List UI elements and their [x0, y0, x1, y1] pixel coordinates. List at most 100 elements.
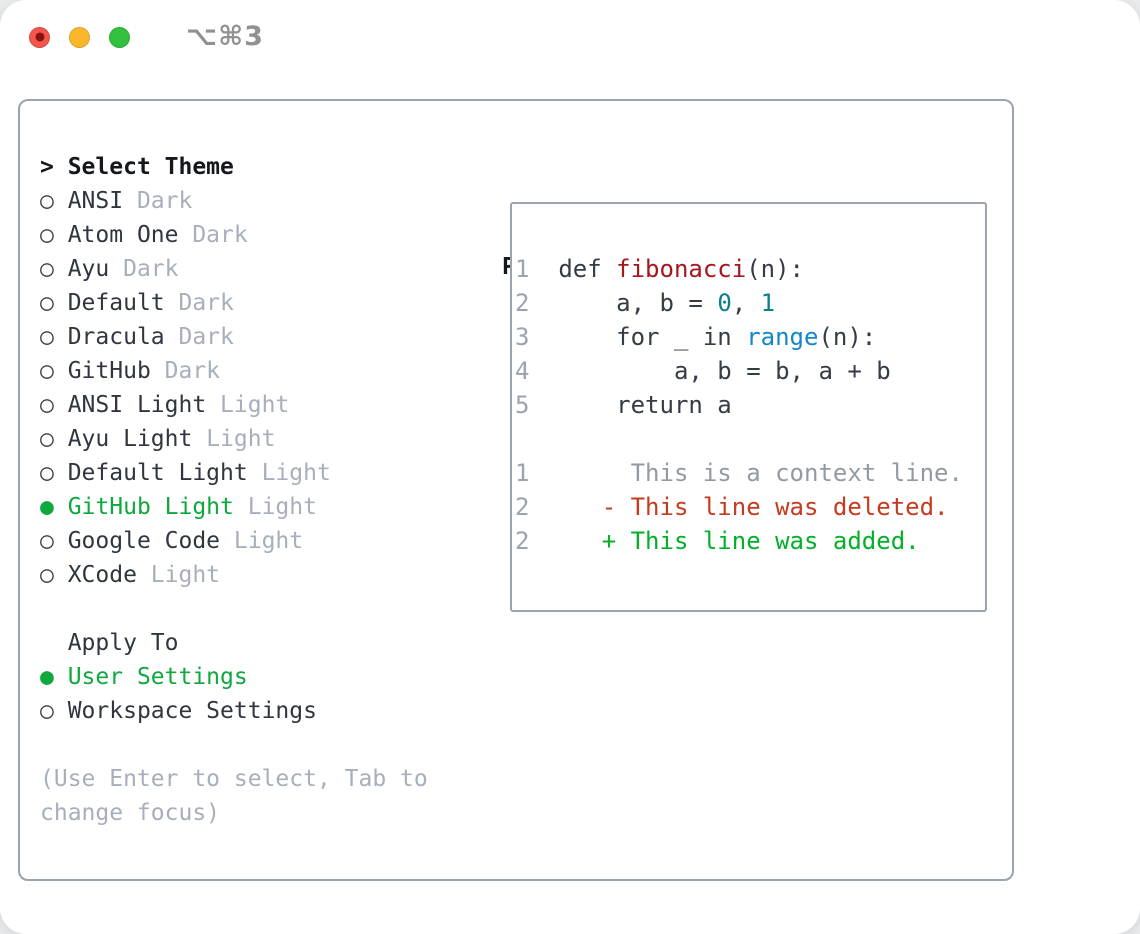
line-number: 1	[515, 255, 559, 283]
theme-name: GitHub	[67, 358, 165, 384]
line-number: 4	[515, 357, 559, 385]
theme-variant: Light	[233, 528, 304, 554]
theme-name: Ayu	[67, 256, 124, 282]
theme-name: Google Code	[67, 528, 234, 554]
token-added: + This line was added.	[558, 527, 920, 555]
token-context: This is a context line.	[558, 459, 963, 487]
apply-option-label: Workspace Settings	[67, 698, 317, 724]
close-button[interactable]	[29, 26, 50, 48]
close-dot-icon	[35, 32, 44, 42]
theme-name: XCode	[67, 562, 151, 588]
token-default: (n):	[818, 323, 877, 351]
radio-icon: ●	[40, 494, 68, 520]
theme-option-ansi-light[interactable]: ○ ANSI Light Light	[40, 388, 428, 422]
token-function: fibonacci	[616, 255, 747, 283]
theme-variant: Light	[150, 562, 221, 588]
theme-option-ansi[interactable]: ○ ANSI Dark	[40, 184, 428, 218]
theme-variant: Dark	[164, 358, 221, 384]
radio-icon: ○	[40, 528, 68, 554]
theme-option-ayu-light[interactable]: ○ Ayu Light Light	[40, 422, 428, 456]
radio-icon: ○	[40, 290, 68, 316]
theme-option-google-code[interactable]: ○ Google Code Light	[40, 524, 428, 558]
preview-deleted-line: 2 - This line was deleted.	[515, 490, 985, 524]
theme-variant: Light	[247, 494, 317, 520]
preview-code-line: 5 return a	[515, 388, 985, 422]
preview-blank-line	[515, 422, 985, 456]
titlebar: ⌥⌘3	[29, 21, 264, 52]
radio-icon: ○	[40, 392, 68, 418]
theme-settings-panel: > Select Theme○ ANSI Dark○ Atom One Dark…	[18, 99, 1014, 881]
token-default: ,	[731, 289, 761, 317]
radio-icon: ○	[40, 222, 68, 248]
radio-icon: ○	[40, 256, 68, 282]
spacer-line	[40, 728, 428, 762]
preview-context-line: 1 This is a context line.	[515, 456, 985, 490]
radio-icon: ○	[40, 426, 68, 452]
theme-variant: Dark	[178, 290, 234, 316]
token-default: a, b =	[558, 289, 718, 317]
apply-to-title: Apply To	[40, 630, 179, 656]
line-number: 3	[515, 323, 559, 351]
theme-name: Default	[67, 290, 179, 316]
window-shortcut-label: ⌥⌘3	[186, 21, 264, 52]
radio-icon: ○	[40, 324, 68, 350]
apply-to-header: Apply To	[40, 626, 428, 660]
theme-option-github-light[interactable]: ● GitHub Light Light	[40, 490, 428, 524]
token-default: (n):	[746, 255, 804, 283]
minimize-button[interactable]	[69, 26, 90, 48]
help-text-line: (Use Enter to select, Tab to	[40, 766, 428, 792]
line-number: 1	[515, 459, 559, 487]
theme-name: Atom One	[67, 222, 193, 248]
apply-option-user-settings[interactable]: ● User Settings	[40, 660, 428, 694]
token-deleted: - This line was deleted.	[558, 493, 949, 521]
token-default: return a	[558, 391, 732, 419]
theme-option-xcode[interactable]: ○ XCode Light	[40, 558, 428, 592]
token-number: 0	[717, 289, 732, 317]
radio-icon: ○	[40, 358, 68, 384]
theme-option-default[interactable]: ○ Default Dark	[40, 286, 428, 320]
apply-option-label: User Settings	[67, 664, 248, 690]
theme-variant: Dark	[123, 256, 179, 282]
select-theme-title: Select Theme	[67, 154, 234, 180]
radio-icon: ○	[40, 188, 68, 214]
spacer-line	[40, 592, 428, 626]
token-default: def	[558, 255, 617, 283]
help-text-line: change focus)	[40, 800, 221, 826]
theme-name: Default Light	[67, 460, 262, 486]
theme-name: GitHub Light	[67, 494, 248, 520]
theme-name: Ayu Light	[67, 426, 207, 452]
select-theme-header: > Select Theme	[40, 150, 428, 184]
token-default: for _ in	[558, 323, 747, 351]
line-number: 2	[515, 527, 559, 555]
theme-name: ANSI Light	[67, 392, 221, 418]
theme-option-atom-one[interactable]: ○ Atom One Dark	[40, 218, 428, 252]
theme-panel-lines: > Select Theme○ ANSI Dark○ Atom One Dark…	[40, 150, 428, 830]
theme-name: ANSI	[67, 188, 137, 214]
radio-icon: ●	[40, 664, 68, 690]
theme-variant: Light	[206, 426, 276, 452]
preview-code-line: 1 def fibonacci(n):	[515, 252, 985, 286]
theme-variant: Light	[261, 460, 331, 486]
theme-variant: Dark	[192, 222, 248, 248]
preview-added-line: 2 + This line was added.	[515, 524, 985, 558]
token-builtin: range	[746, 323, 819, 351]
line-number: 5	[515, 391, 559, 419]
zoom-button[interactable]	[109, 26, 130, 48]
theme-option-default-light[interactable]: ○ Default Light Light	[40, 456, 428, 490]
radio-icon: ○	[40, 698, 68, 724]
theme-variant: Dark	[178, 324, 234, 350]
preview-code-line: 3 for _ in range(n):	[515, 320, 985, 354]
preview-code-line: 2 a, b = 0, 1	[515, 286, 985, 320]
preview-code-line: 4 a, b = b, a + b	[515, 354, 985, 388]
apply-option-workspace-settings[interactable]: ○ Workspace Settings	[40, 694, 428, 728]
theme-variant: Dark	[136, 188, 193, 214]
radio-icon: ○	[40, 460, 68, 486]
line-number: 2	[515, 289, 559, 317]
theme-option-github[interactable]: ○ GitHub Dark	[40, 354, 428, 388]
prompt-icon: >	[40, 154, 68, 180]
theme-option-dracula[interactable]: ○ Dracula Dark	[40, 320, 428, 354]
radio-icon: ○	[40, 562, 68, 588]
theme-option-ayu[interactable]: ○ Ayu Dark	[40, 252, 428, 286]
